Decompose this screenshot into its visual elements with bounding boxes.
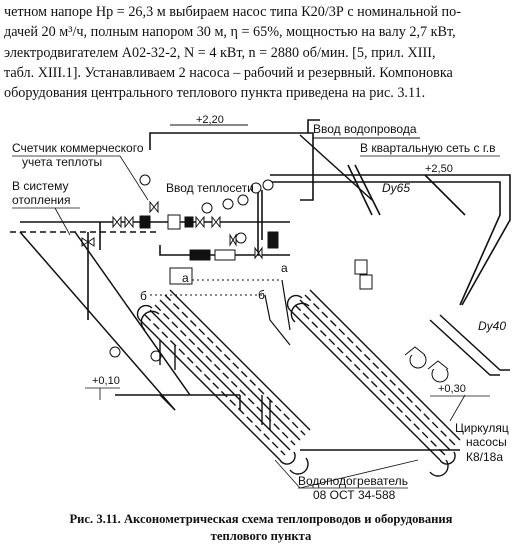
paragraph-line: электродвигателем А02-32-2, N = 4 кВт, n… — [4, 44, 436, 61]
point-a-left: а — [182, 271, 189, 285]
point-b-left: б — [140, 289, 147, 303]
elev-left-label: +0,10 — [92, 375, 120, 387]
water-inlet-label: Ввод водопровода — [313, 122, 417, 136]
heat-inlet-label: Ввод теплосети — [166, 181, 254, 195]
dy65-label: Dy65 — [382, 181, 410, 195]
paragraph-line: табл. XIII.1]. Устанавливаем 2 насоса – … — [4, 64, 453, 81]
figure-caption: Рис. 3.11. Аксонометрическая схема тепло… — [0, 511, 522, 545]
valves — [81, 200, 373, 290]
point-a-right: а — [281, 261, 288, 275]
heater-label-line1: Водоподогреватель — [298, 474, 408, 488]
elev-top-label: +2,20 — [196, 114, 224, 126]
pressure-gauges — [109, 174, 274, 362]
pumps-label-line2: насосы — [466, 435, 507, 449]
pumps-label-line3: К8/18а — [466, 450, 503, 464]
paragraph-line: дачей 20 м³/ч, полным напором 30 м, η = … — [4, 24, 456, 41]
meter-label-line2: учета теплоты — [22, 155, 102, 169]
to-heating-label-line2: отопления — [12, 193, 70, 207]
dy40-label: Dy40 — [478, 319, 506, 333]
main-pipes — [10, 190, 290, 320]
lower-pipes — [19, 231, 510, 451]
right-pipe-loop — [265, 164, 511, 306]
quarter-network-label: В квартальную сеть с г.в — [360, 141, 495, 155]
heater-label-line2: 08 ОСТ 34-588 — [313, 488, 396, 502]
body-paragraph: четном напоре Hр = 26,3 м выбираем насос… — [4, 2, 518, 103]
heat-exchanger-right — [261, 289, 461, 477]
paragraph-line: оборудования центрального теплового пунк… — [4, 85, 426, 102]
paragraph-line: четном напоре Hр = 26,3 м выбираем насос… — [4, 4, 461, 20]
elev-pump-label: +0,30 — [438, 383, 466, 395]
circulation-pumps — [404, 346, 449, 383]
upper-pipe-loop — [149, 119, 320, 201]
caption-line1: Рис. 3.11. Аксонометрическая схема тепло… — [69, 512, 453, 526]
pumps-label-line1: Циркуляц — [455, 421, 509, 435]
to-heating-label-line1: В систему — [12, 179, 68, 193]
heat-exchanger-left — [136, 289, 311, 475]
caption-line2: теплового пункта — [210, 529, 312, 543]
elev-right-label: +2,50 — [425, 163, 453, 175]
meter-label-line1: Счетчик коммерческого — [12, 141, 144, 155]
